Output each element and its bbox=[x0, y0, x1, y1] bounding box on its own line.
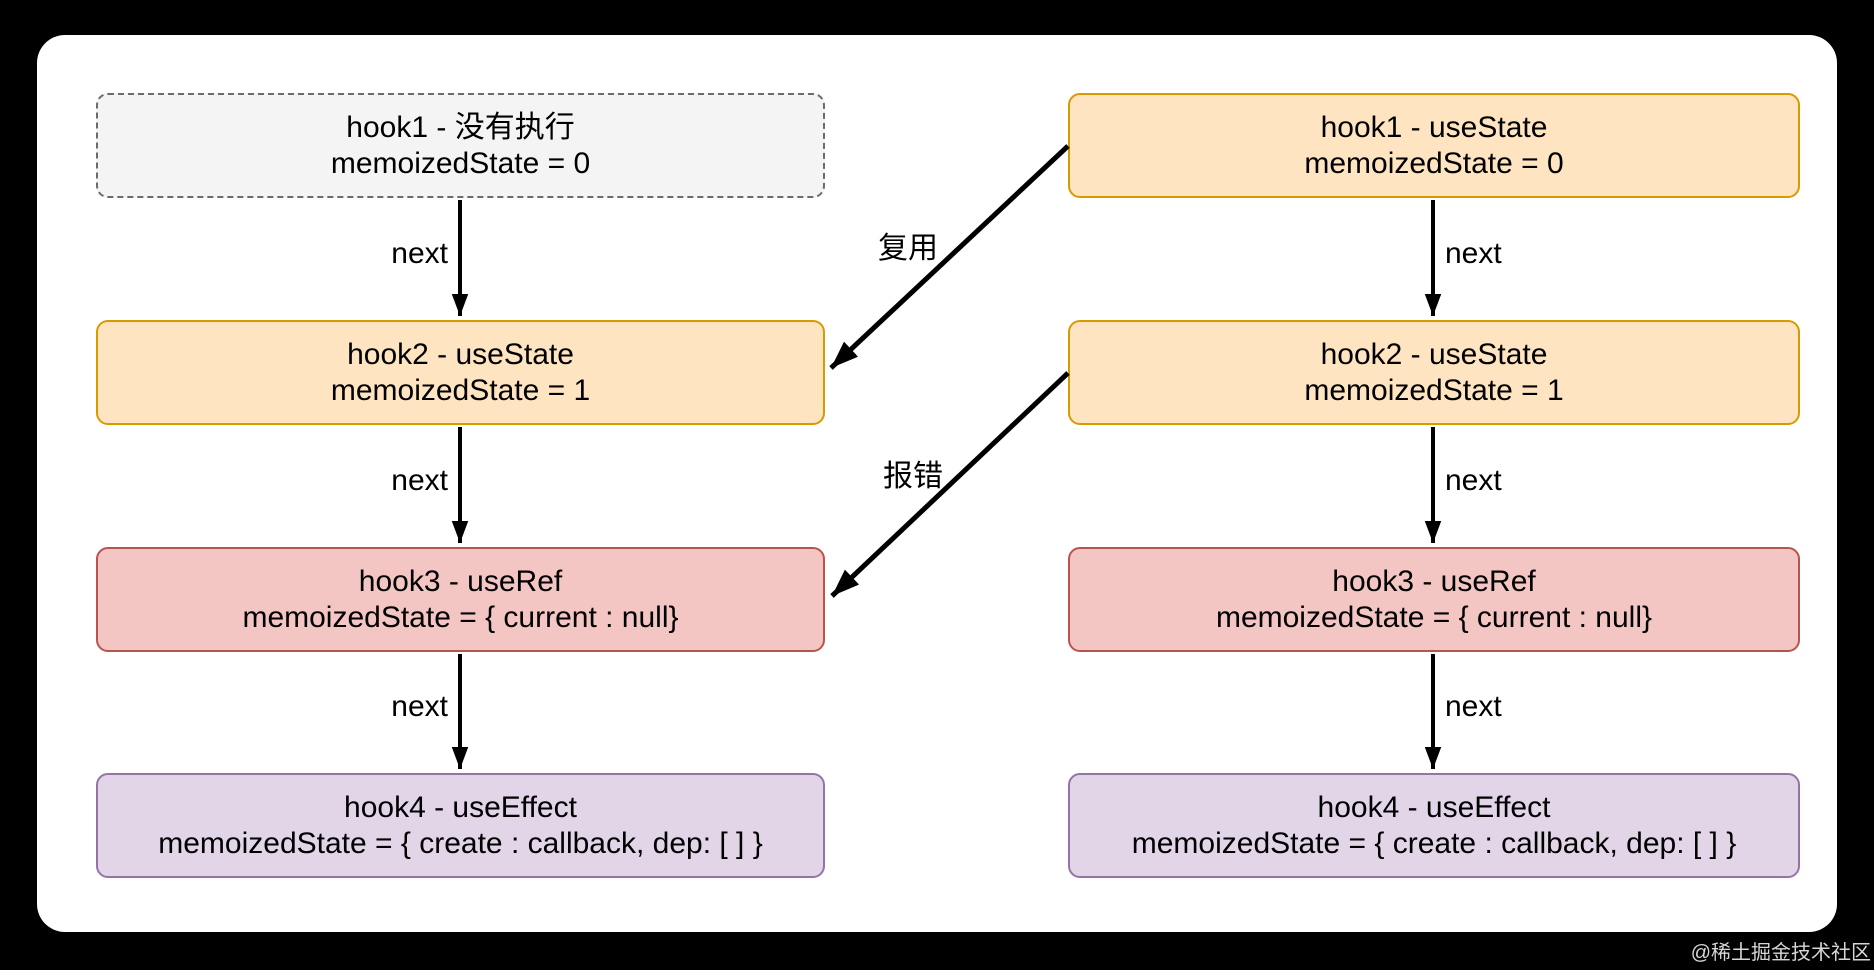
node-title: hook4 - useEffect bbox=[1317, 790, 1551, 824]
node-subtitle: memoizedState = { current : null} bbox=[242, 600, 679, 634]
node-subtitle: memoizedState = 0 bbox=[1304, 146, 1564, 180]
node-left-hook3: hook3 - useRef memoizedState = { current… bbox=[96, 547, 825, 652]
node-subtitle: memoizedState = 1 bbox=[330, 373, 591, 407]
node-left-hook4: hook4 - useEffect memoizedState = { crea… bbox=[96, 773, 825, 878]
watermark: @稀土掘金技术社区 bbox=[1690, 942, 1871, 964]
node-title: hook4 - useEffect bbox=[344, 790, 577, 824]
node-title: hook2 - useState bbox=[1320, 337, 1548, 371]
node-right-hook4: hook4 - useEffect memoizedState = { crea… bbox=[1068, 773, 1800, 878]
node-subtitle: memoizedState = { current : null} bbox=[1215, 600, 1653, 634]
node-subtitle: memoizedState = 1 bbox=[1304, 373, 1564, 407]
node-title: hook3 - useRef bbox=[358, 564, 563, 598]
node-right-hook2: hook2 - useState memoizedState = 1 bbox=[1068, 320, 1800, 425]
edge-label-next: next bbox=[391, 690, 448, 723]
node-left-hook1: hook1 - 没有执行 memoizedState = 0 bbox=[96, 93, 825, 198]
edge-label-next: next bbox=[1445, 464, 1502, 497]
edge-label-error: 报错 bbox=[883, 460, 943, 493]
edge-label-next: next bbox=[391, 464, 448, 497]
node-subtitle: memoizedState = { create : callback, dep… bbox=[158, 826, 763, 860]
edge-label-reuse: 复用 bbox=[878, 232, 938, 265]
edge-label-next: next bbox=[391, 237, 448, 270]
node-title: hook2 - useState bbox=[347, 337, 574, 371]
node-subtitle: memoizedState = { create : callback, dep… bbox=[1131, 826, 1737, 860]
node-right-hook1: hook1 - useState memoizedState = 0 bbox=[1068, 93, 1800, 198]
node-title: hook3 - useRef bbox=[1332, 564, 1536, 598]
edge-label-next: next bbox=[1445, 690, 1502, 723]
node-subtitle: memoizedState = 0 bbox=[330, 146, 591, 180]
node-left-hook2: hook2 - useState memoizedState = 1 bbox=[96, 320, 825, 425]
node-title: hook1 - useState bbox=[1320, 110, 1548, 144]
node-right-hook3: hook3 - useRef memoizedState = { current… bbox=[1068, 547, 1800, 652]
edge-label-next: next bbox=[1445, 237, 1502, 270]
node-title: hook1 - 没有执行 bbox=[346, 110, 575, 144]
